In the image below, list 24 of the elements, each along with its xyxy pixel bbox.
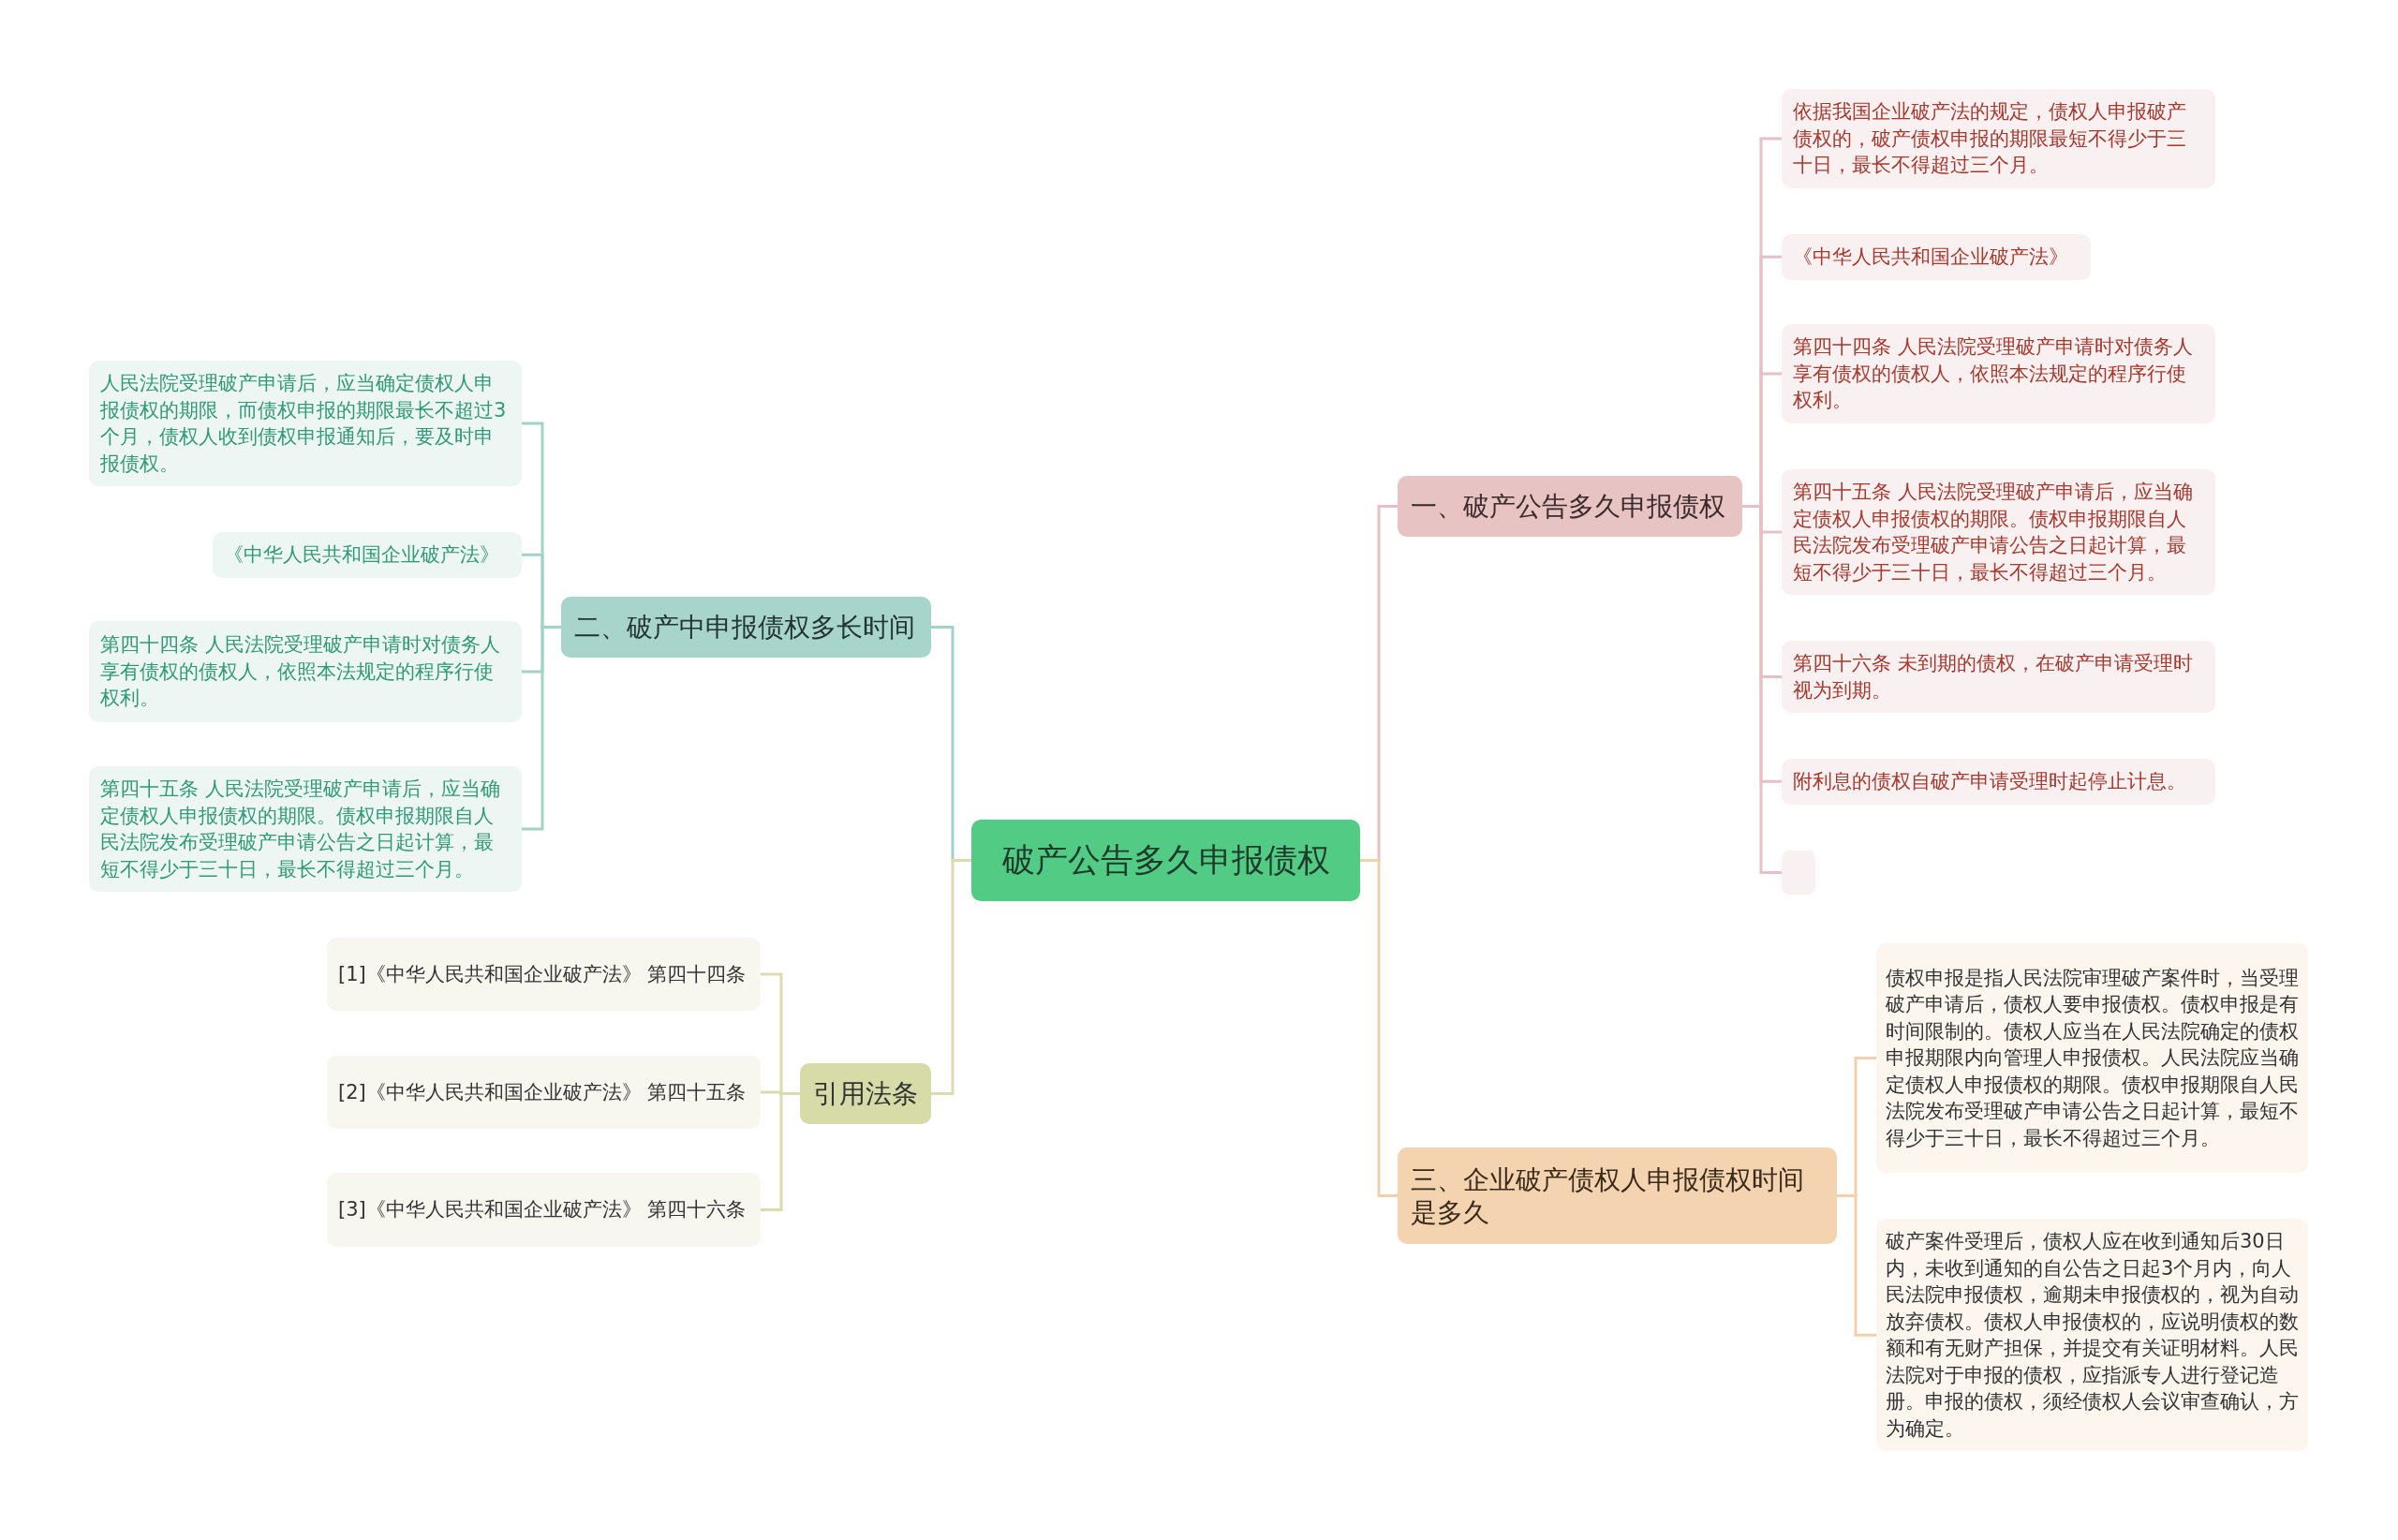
leaf-card: 第四十五条 人民法院受理破产申请后，应当确定债权人申报债权的期限。债权申报期限自人民法院发布受理破产申请公告之日起计算，最短不得少于三十日，最长不得超过三个月。 bbox=[89, 766, 522, 893]
connector-line bbox=[931, 859, 971, 1095]
branch-topic: 一、破产公告多久申报债权 bbox=[1398, 476, 1742, 537]
branch-topic: 引用法条 bbox=[800, 1063, 931, 1124]
branch-topic: 二、破产中申报债权多长时间 bbox=[561, 597, 931, 658]
leaf-card: 人民法院受理破产申请后，应当确定债权人申报债权的期限，而债权申报的期限最长不超过3个月，债权人收到债权申报通知后，要及时申报债权。 bbox=[89, 361, 522, 487]
leaf-card: 破产案件受理后，债权人应在收到通知后30日内，未收到通知的自公告之日起3个月内，向人民法院申报债权，逾期未申报债权的，视为自动放弃债权。债权人申报债权的，应说明债权的数额和有无财产担保，并提交有关证明材料。人民法院对于申报的债权，应指派专人进行登记造册。申报的债权，须经债权人会议审查确认，方为确定。 bbox=[1876, 1219, 2308, 1452]
leaf-card: 《中华人民共和国企业破产法》 bbox=[1782, 234, 2091, 280]
leaf-card: 依据我国企业破产法的规定，债权人申报破产债权的，破产债权申报的期限最短不得少于三十日，最长不得超过三个月。 bbox=[1782, 89, 2215, 188]
leaf-card: 第四十四条 人民法院受理破产申请时对债务人享有债权的债权人，依照本法规定的程序行使权利。 bbox=[89, 621, 522, 722]
leaf-card: 第四十五条 人民法院受理破产申请后，应当确定债权人申报债权的期限。债权申报期限自人民法院发布受理破产申请公告之日起计算，最短不得少于三十日，最长不得超过三个月。 bbox=[1782, 469, 2215, 596]
leaf-card: [3]《中华人民共和国企业破产法》 第四十六条 bbox=[327, 1173, 761, 1247]
leaf-card: 第四十四条 人民法院受理破产申请时对债务人享有债权的债权人，依照本法规定的程序行使权利。 bbox=[1782, 324, 2215, 423]
leaf-card: 第四十六条 未到期的债权，在破产申请受理时视为到期。 bbox=[1782, 641, 2215, 714]
leaf-card: 债权申报是指人民法院审理破产案件时，当受理破产申请后，债权人要申报债权。债权申报是有时间限制的。债权人应当在人民法院确定的债权申报期限内向管理人申报债权。人民法院应当确定债权人申报债权的期限。债权申报期限自人民法院发布受理破产申请公告之日起计算，最短不得少于三十日，最长不得超过三个月。 bbox=[1876, 943, 2308, 1173]
root-topic: 破产公告多久申报债权 bbox=[971, 820, 1360, 901]
leaf-card: [1]《中华人民共和国企业破产法》 第四十四条 bbox=[327, 938, 761, 1011]
branch-topic: 三、企业破产债权人申报债权时间是多久 bbox=[1398, 1148, 1837, 1244]
leaf-card: 《中华人民共和国企业破产法》 bbox=[213, 532, 522, 578]
connector-line bbox=[1742, 505, 1782, 874]
empty-card bbox=[1782, 851, 1815, 895]
leaf-card: 附利息的债权自破产申请受理时起停止计息。 bbox=[1782, 759, 2215, 805]
connector-line bbox=[1360, 859, 1398, 1197]
leaf-card: [2]《中华人民共和国企业破产法》 第四十五条 bbox=[327, 1056, 761, 1129]
